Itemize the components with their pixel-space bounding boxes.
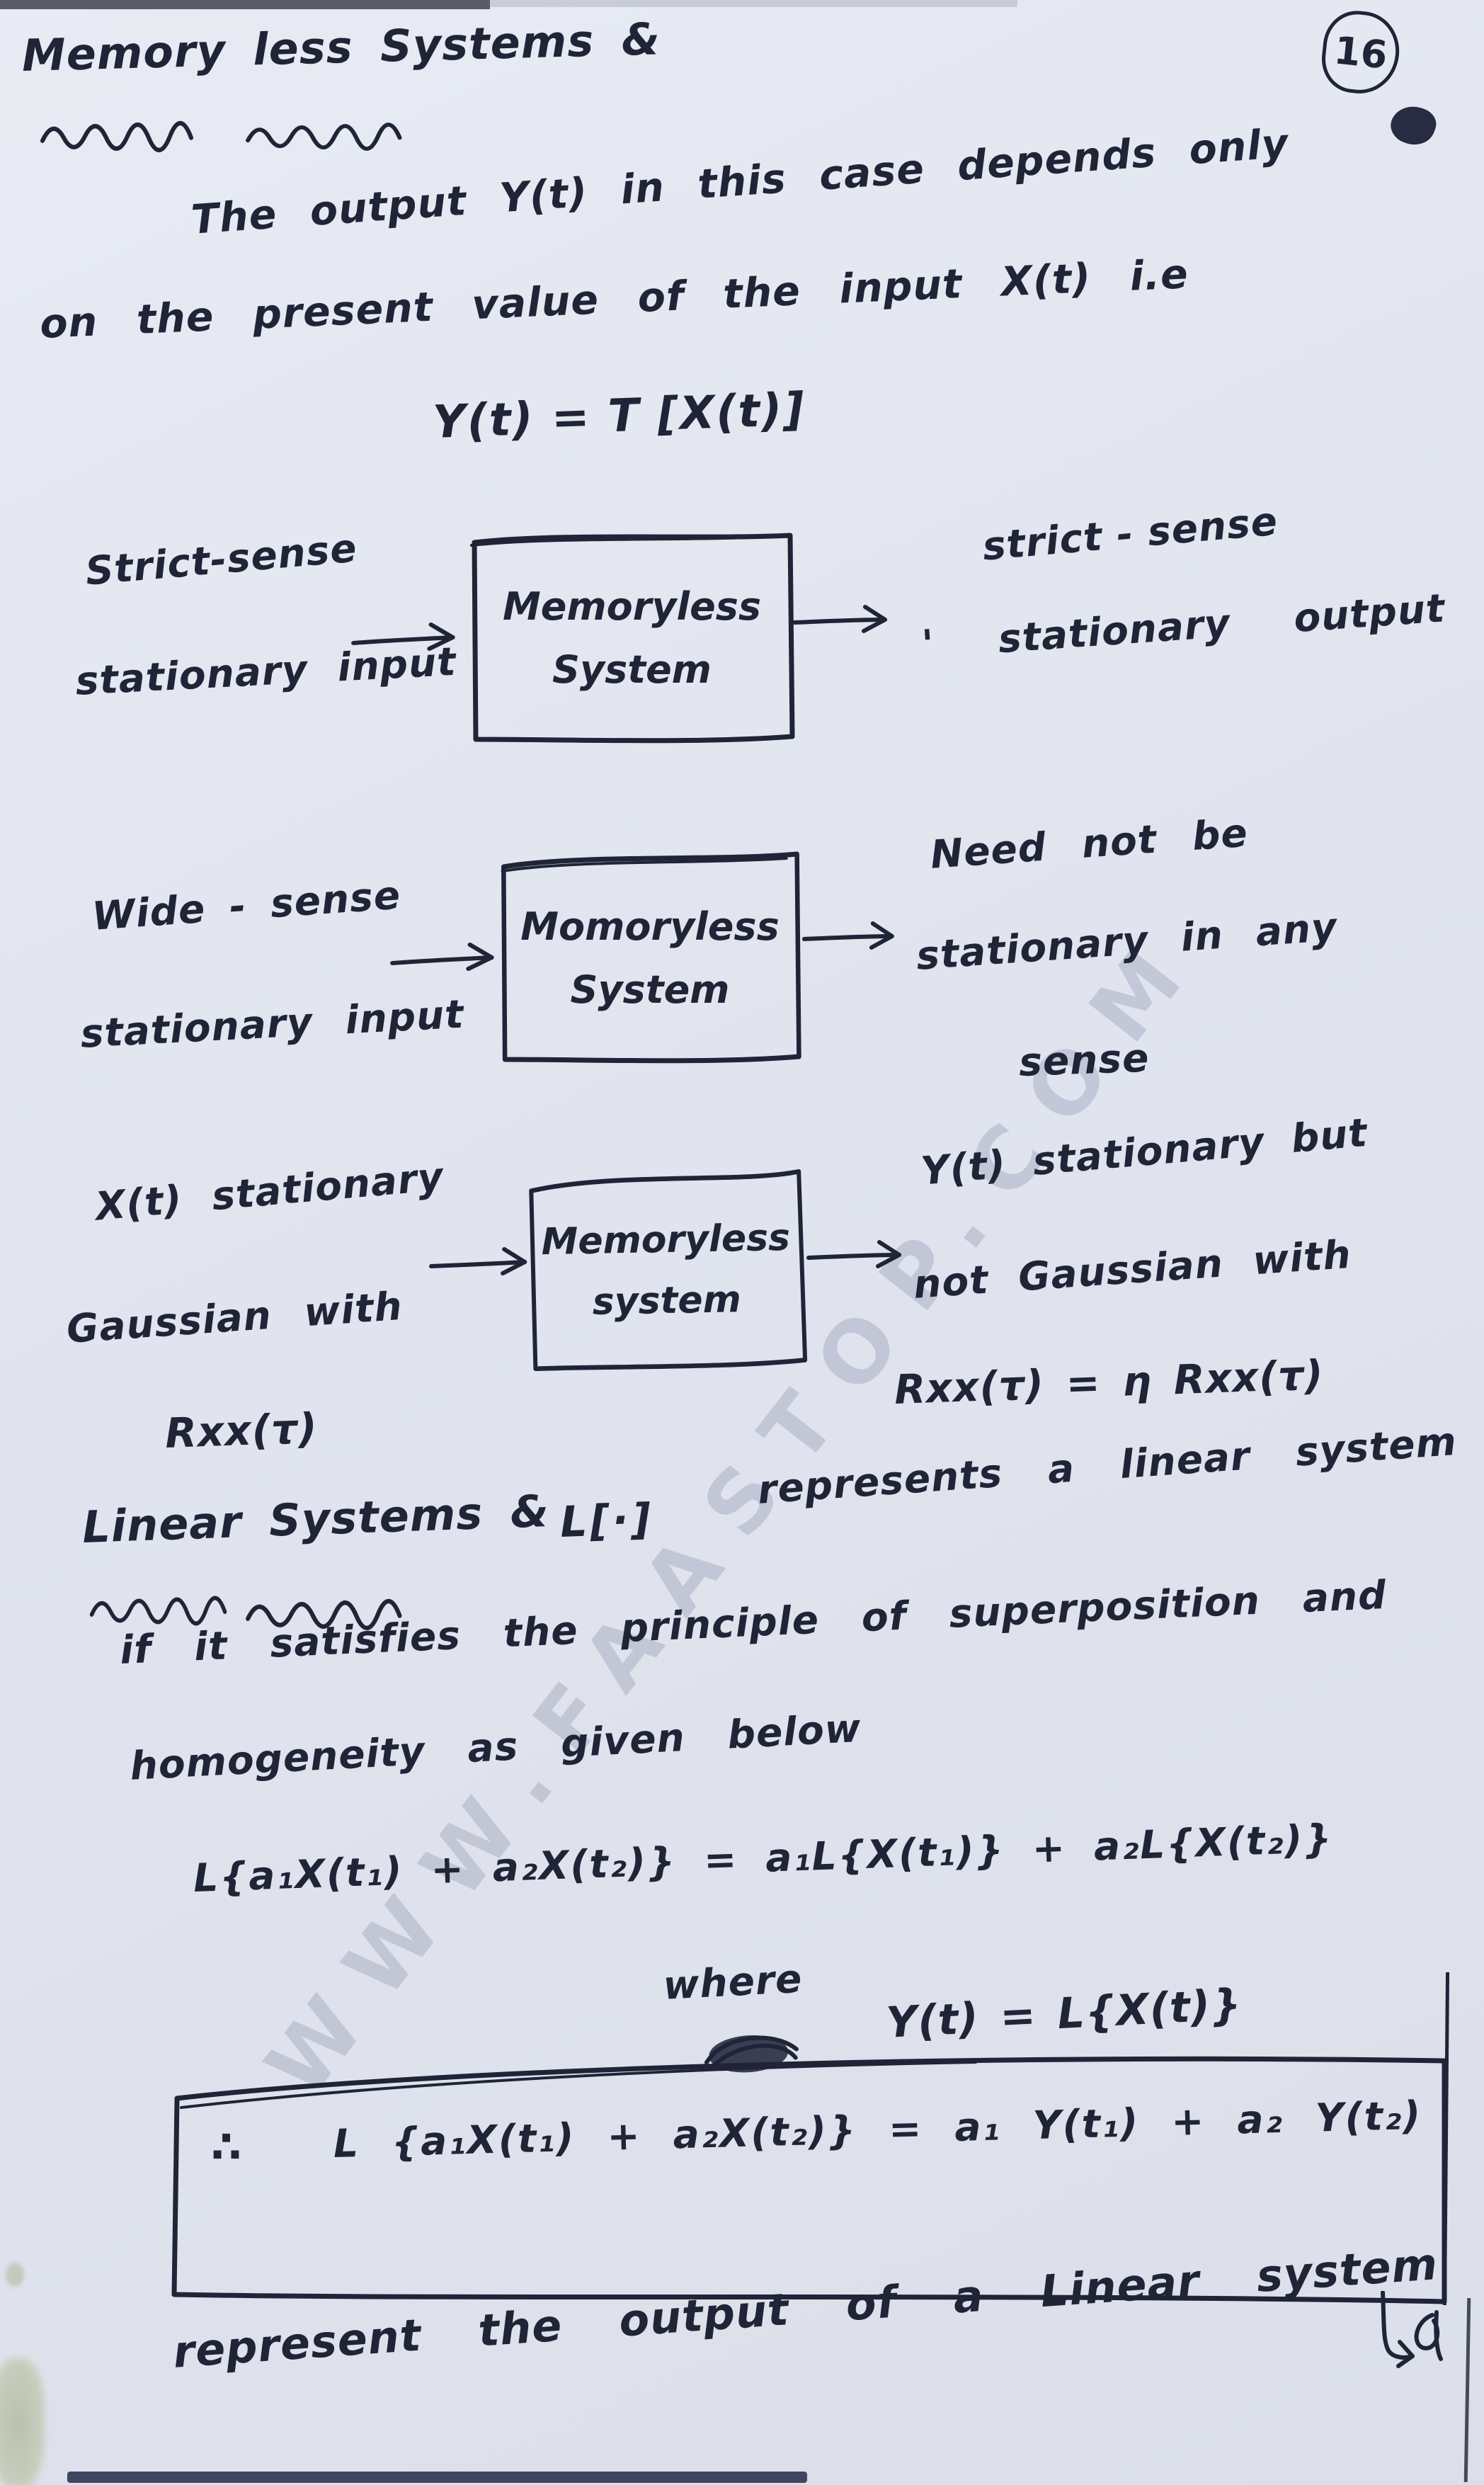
top-edge-strip-dark (0, 0, 490, 9)
intro-line-2: on the present value of the input X(t) i… (39, 251, 1190, 348)
corner-arrow-mark (1381, 2291, 1443, 2368)
diagram1-output-label: strict - sense (981, 498, 1280, 569)
diagram3-output-equation: Rxx(τ) = η Rxx(τ) (894, 1351, 1325, 1414)
ink-blob (1386, 100, 1441, 151)
flow-arrow-icon (801, 921, 894, 950)
linear-intro: represents a linear system (756, 1418, 1459, 1513)
section-title-linear: Linear Systems & (81, 1484, 550, 1553)
box-label: System (552, 647, 712, 692)
flow-arrow-icon (429, 1247, 527, 1275)
wavy-underline (246, 123, 402, 151)
page-number: 16 (1318, 7, 1403, 98)
superposition-equation: L{a₁X(t₁) + a₂X(t₂)} = a₁L{X(t₁)} + a₂L{… (193, 1815, 1334, 1901)
diagram3-input-label: Gaussian with (65, 1283, 404, 1352)
diagram2-output-label: sense (1018, 1035, 1151, 1085)
right-margin-stroke-lower (1463, 2297, 1471, 2483)
top-edge-strip-light (490, 0, 1017, 7)
flow-arrow-icon (806, 1240, 901, 1268)
diagram1-input-label: Strict-sense (84, 525, 359, 594)
box-label: Memoryless (503, 584, 761, 629)
page-title: Memory less Systems & (21, 13, 661, 81)
flow-arrow-icon (390, 943, 494, 971)
linear-operator: L[·] (559, 1494, 655, 1547)
equation-memoryless: Y(t) = T [X(t)] (432, 383, 806, 449)
where-label: where (662, 1955, 804, 2008)
system-box: Momoryless System (497, 850, 803, 1066)
result-box (171, 2056, 1447, 2304)
wavy-underline (40, 120, 193, 153)
system-box: Memoryless System (467, 530, 797, 746)
wavy-underline (89, 1596, 227, 1626)
flow-arrow-icon (351, 622, 455, 651)
wavy-underline (246, 1598, 402, 1631)
corner-smudge-green-small (6, 2263, 24, 2287)
therefore-symbol: ∴ (211, 2121, 243, 2173)
system-box: Memoryless system (524, 1166, 809, 1375)
box-label: system (592, 1278, 742, 1324)
linear-line-2: if it satisfies the principle of superpo… (119, 1571, 1388, 1673)
diagram2-input-label: Wide - sense (91, 872, 402, 939)
box-label: System (570, 967, 730, 1012)
diagram1-output-label: ' stationary output (920, 585, 1447, 667)
diagram3-input-label: Rxx(τ) (164, 1404, 319, 1457)
bottom-edge-strip (67, 2472, 807, 2483)
system-definition-equation: Y(t) = L{X(t)} (885, 1979, 1243, 2048)
corner-smudge-green (0, 2358, 45, 2485)
diagram3-input-label: X(t) stationary (93, 1153, 446, 1229)
diagram2-input-label: stationary input (79, 991, 465, 1057)
flow-arrow-icon (792, 605, 887, 633)
box-label: Momoryless (520, 904, 780, 949)
diagram2-output-label: Need not be (929, 809, 1250, 877)
box-label: Memoryless (541, 1216, 791, 1264)
